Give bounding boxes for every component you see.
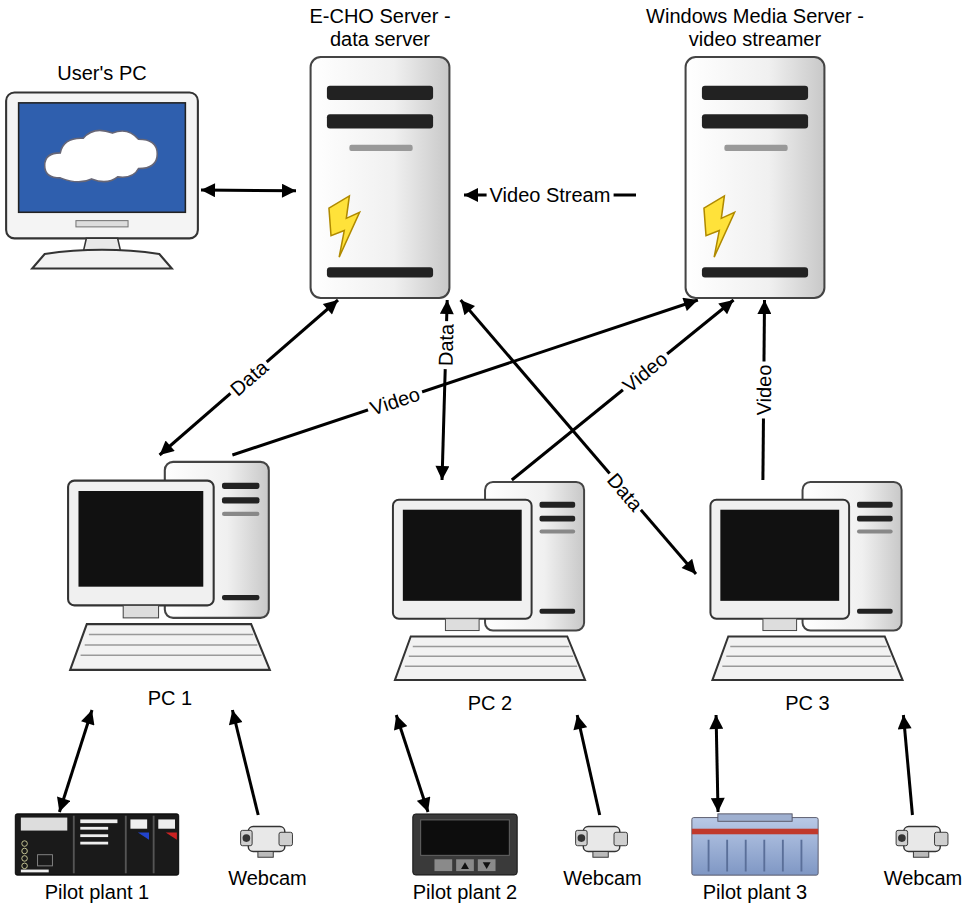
node-text: Webcam xyxy=(556,867,649,890)
node-text: Windows Media Server - video streamer xyxy=(636,5,874,51)
connector-arrow xyxy=(903,715,912,815)
edge-label: Data xyxy=(223,353,274,401)
pilot-plant: Pilot plant 2 xyxy=(391,812,539,904)
pc-icon xyxy=(381,480,599,688)
node-text: E-CHO Server - data server xyxy=(296,5,464,51)
connector-arrow xyxy=(201,189,296,193)
cam-icon xyxy=(556,815,649,863)
pc-workstation: PC 3 xyxy=(696,480,919,715)
webcam: Webcam xyxy=(875,815,971,890)
node-label: Pilot plant 1 xyxy=(3,881,191,904)
node-label: Webcam xyxy=(221,867,314,890)
node-label: Windows Media Server - video streamer xyxy=(636,5,874,51)
connector-arrow xyxy=(716,715,718,812)
pc-icon xyxy=(66,455,274,683)
connector-arrow xyxy=(59,710,92,812)
tower-icon xyxy=(296,55,464,300)
node-label: Pilot plant 2 xyxy=(391,881,539,904)
edge-label: Video xyxy=(752,362,774,419)
node-text: PC 2 xyxy=(381,692,599,715)
connector-arrow xyxy=(577,715,600,815)
plc2-icon xyxy=(391,812,539,877)
node-text: Pilot plant 1 xyxy=(3,881,191,904)
edge-label: Video xyxy=(365,381,426,420)
cam-icon xyxy=(875,815,971,863)
connector-arrow xyxy=(160,300,338,455)
webcam: Webcam xyxy=(221,815,314,890)
edge-label: Data xyxy=(434,321,457,370)
plc3-icon xyxy=(671,812,839,877)
node-text: Webcam xyxy=(875,867,971,890)
node-text: Webcam xyxy=(221,867,314,890)
edge-label: Video xyxy=(616,346,674,399)
connector-arrow xyxy=(232,300,697,455)
webcam: Webcam xyxy=(556,815,649,890)
pc-icon xyxy=(696,480,919,688)
cam-icon xyxy=(221,815,314,863)
node-label: PC 1 xyxy=(66,687,274,710)
node-text: Pilot plant 3 xyxy=(671,881,839,904)
node-text: PC 3 xyxy=(696,692,919,715)
data-server: E-CHO Server - data server xyxy=(296,5,464,300)
plc1-icon xyxy=(3,812,191,877)
pc-workstation: PC 2 xyxy=(381,480,599,715)
video-server: Windows Media Server - video streamer xyxy=(636,5,874,300)
node-text: User's PC xyxy=(3,62,201,85)
edge-label: Video Stream xyxy=(487,184,614,206)
node-label: Webcam xyxy=(875,867,971,890)
node-text: PC 1 xyxy=(66,687,274,710)
pc-monitor: User's PC xyxy=(3,62,201,272)
pilot-plant: Pilot plant 3 xyxy=(671,812,839,904)
monitor-icon xyxy=(3,89,201,272)
node-label: PC 3 xyxy=(696,692,919,715)
connector-arrow xyxy=(396,715,428,812)
pc-workstation: PC 1 xyxy=(66,455,274,710)
connector-arrow xyxy=(232,710,258,815)
node-label: User's PC xyxy=(3,62,201,85)
node-label: PC 2 xyxy=(381,692,599,715)
node-text: Pilot plant 2 xyxy=(391,881,539,904)
node-label: E-CHO Server - data server xyxy=(296,5,464,51)
connector-arrow xyxy=(512,300,734,480)
pilot-plant: Pilot plant 1 xyxy=(3,812,191,904)
node-label: Webcam xyxy=(556,867,649,890)
node-label: Pilot plant 3 xyxy=(671,881,839,904)
tower-icon xyxy=(636,55,874,300)
